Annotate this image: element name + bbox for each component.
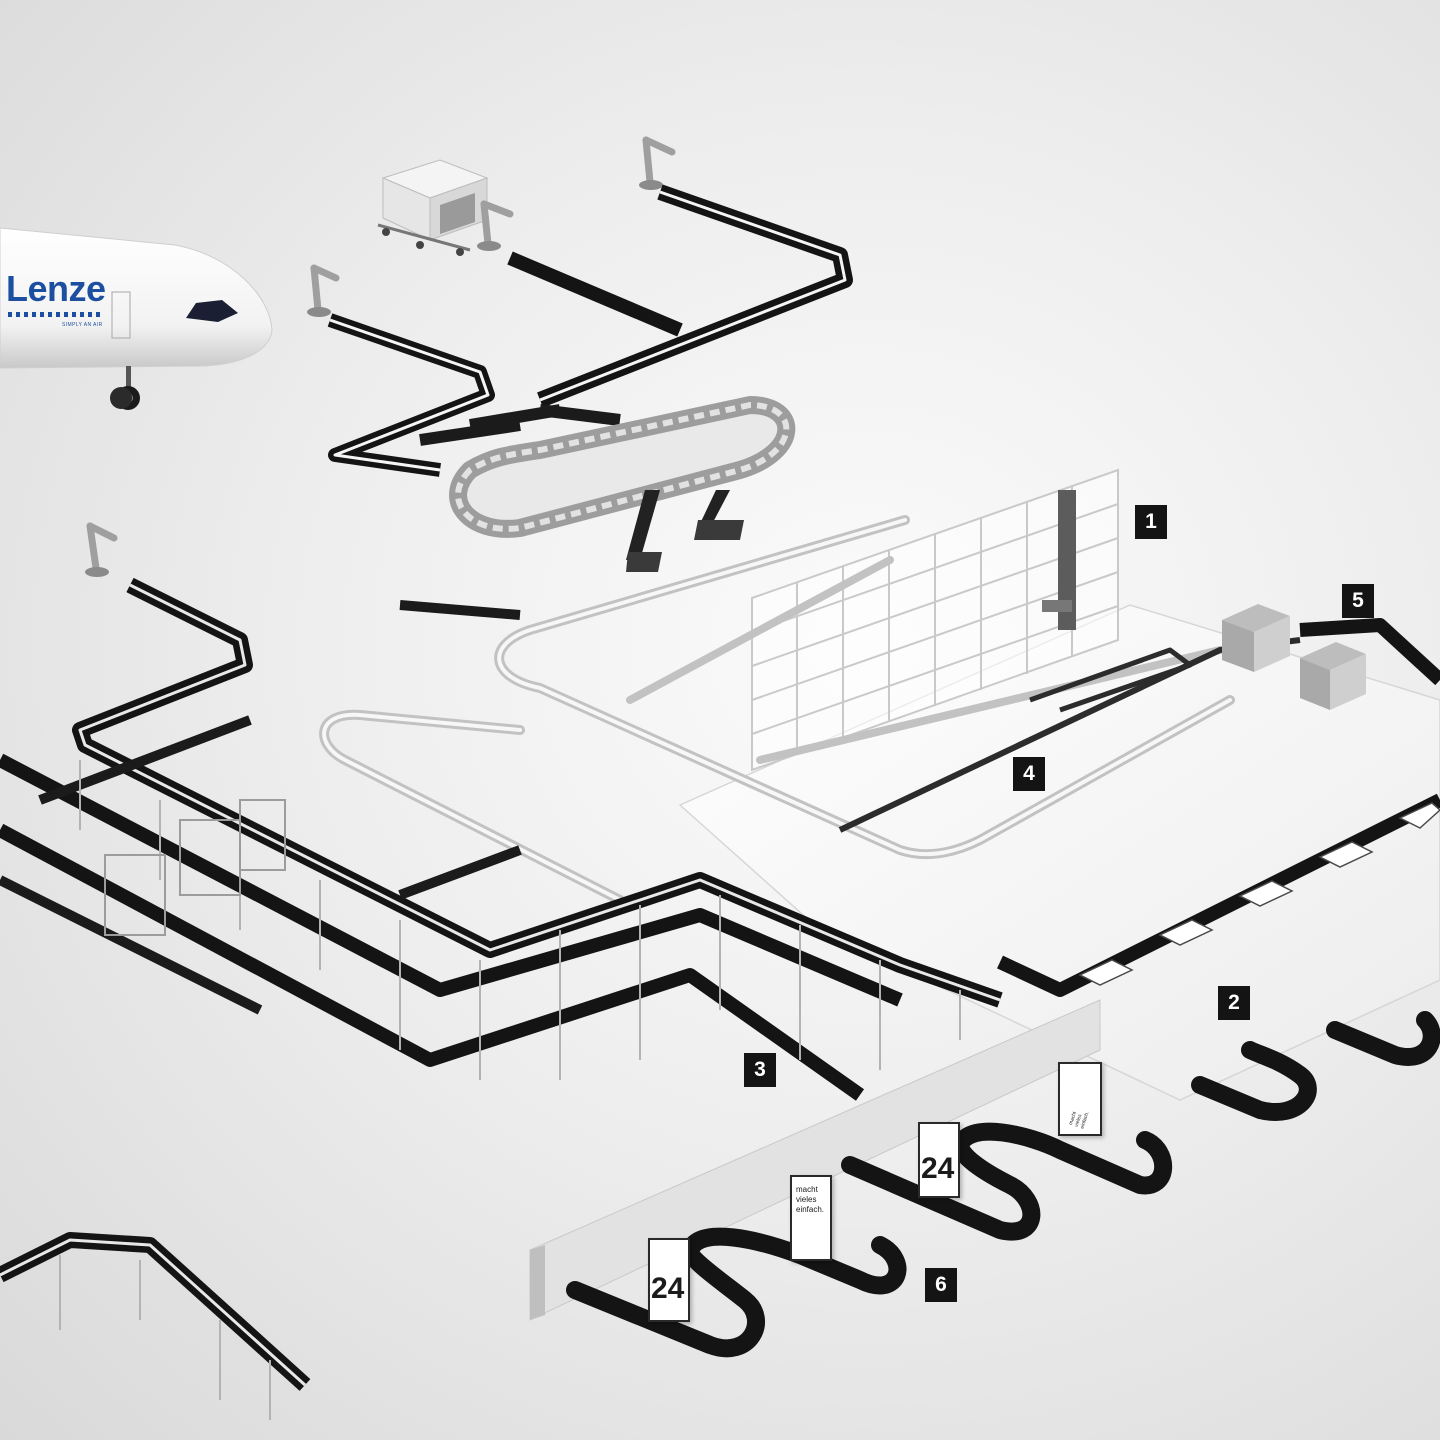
lower-left-posts — [59, 1255, 271, 1420]
check-in-desks — [1078, 802, 1440, 986]
slogan-sign-2: macht vieles einfach. — [1058, 1062, 1102, 1136]
aircraft-tagline: SIMPLY AN AIR — [62, 322, 103, 328]
check-in-conveyor — [997, 618, 1440, 997]
label-5: 5 — [1342, 584, 1374, 618]
belt-branch-lines — [0, 600, 522, 1015]
gate-number-2: 24 — [921, 1152, 955, 1185]
belt-upper-c-edge — [329, 318, 490, 472]
label-6: 6 — [925, 1268, 957, 1302]
storage-rack-shuttle — [1042, 490, 1076, 630]
cabin-windows — [8, 312, 100, 317]
belt-upper-a-edge — [539, 190, 847, 402]
rail-loops — [319, 515, 1235, 905]
reclaim-carousel-2 — [841, 1122, 1173, 1241]
label-3: 3 — [744, 1053, 776, 1087]
belt-upper-b — [507, 251, 683, 337]
cockpit-windows — [186, 300, 238, 322]
reclaim-carousels — [566, 1011, 1440, 1358]
conveyor-frames — [104, 799, 286, 936]
lower-left-conveyor — [0, 1232, 311, 1391]
landing-gear — [110, 366, 140, 410]
upper-conveyor-belts — [327, 184, 853, 477]
aircraft-door — [111, 291, 131, 339]
aircraft — [0, 227, 273, 410]
slogan-sign-1: macht vieles einfach. — [790, 1175, 832, 1261]
storage-rack — [751, 468, 1119, 772]
aircraft-brand-logo: Lenze — [6, 268, 106, 309]
slogan-text-2: macht vieles einfach. — [1068, 1111, 1091, 1130]
label-2: 2 — [1218, 986, 1250, 1020]
reclaim-carousel-3 — [1191, 1041, 1317, 1121]
gate-number-1: 24 — [651, 1272, 685, 1305]
belt-feeders — [419, 404, 621, 446]
belt-main-1-edge — [78, 583, 1001, 1002]
belt-main-3 — [0, 823, 865, 1101]
robot-arm-3 — [477, 200, 514, 251]
slogan-text-1: macht vieles einfach. — [796, 1185, 825, 1214]
label-1: 1 — [1135, 505, 1167, 539]
label-4: 4 — [1013, 757, 1045, 791]
reclaim-carousel-1 — [566, 1227, 907, 1358]
gate-sign-1: 24 — [648, 1238, 690, 1322]
robot-arm-1 — [307, 264, 340, 317]
rail-loop-inner — [626, 556, 1224, 764]
gate-sign-2: 24 — [918, 1122, 960, 1198]
loading-gate-unit — [377, 159, 489, 256]
screening-machines — [1222, 604, 1366, 710]
reclaim-carousel-4 — [1326, 1011, 1440, 1066]
tilt-tray-sorter — [449, 396, 796, 572]
robot-arm-2 — [639, 136, 676, 190]
aircraft-fuselage — [0, 227, 273, 369]
reclaim-wall — [529, 999, 1101, 1321]
robot-arm-4 — [85, 522, 118, 577]
